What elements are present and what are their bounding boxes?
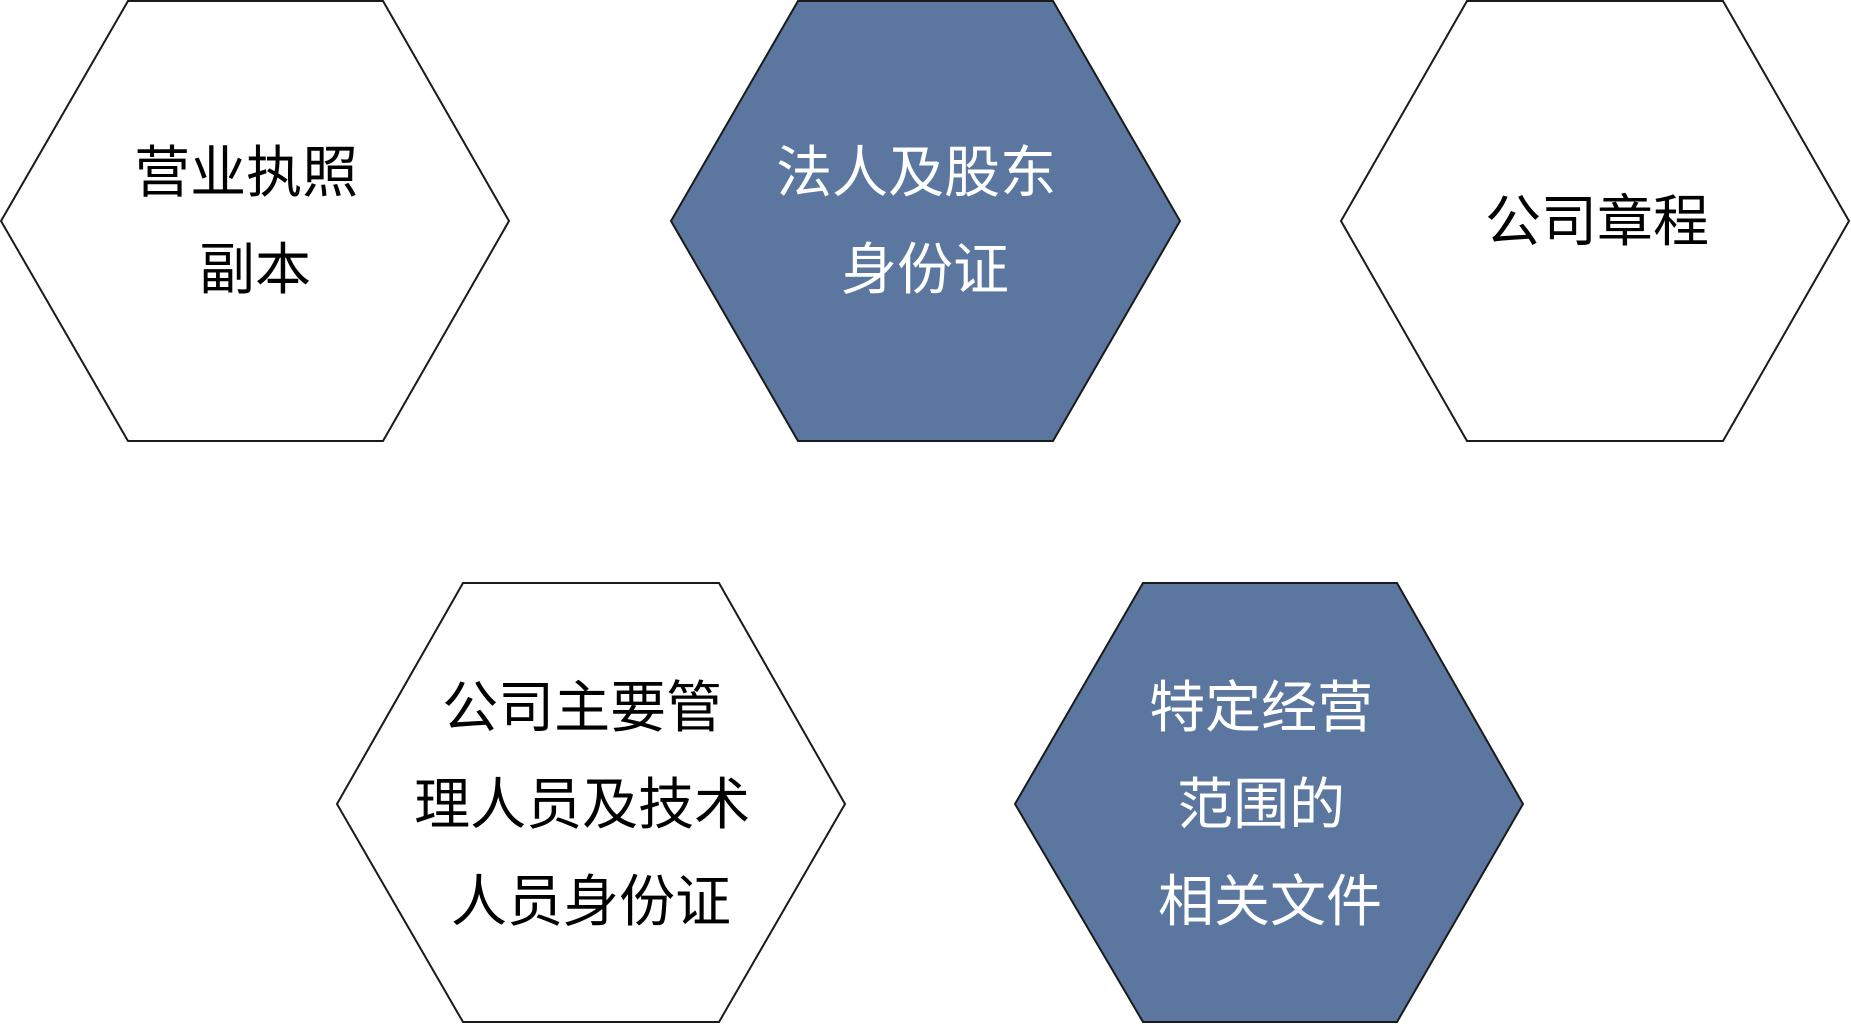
svg-text:公司主要管 理人员及技术 人员身份证: 公司主要管 理人员及技术 人员身份证: [414, 676, 768, 935]
svg-text:营业执照 副本: 营业执照 副本: [134, 141, 376, 303]
hexagon-shape: [1013, 582, 1525, 1023]
hexagon-label-line: 特定经营: [1149, 676, 1373, 741]
hexagon-label-line: 公司主要管: [442, 676, 722, 741]
hexagon-label-line: 人员身份证: [451, 870, 731, 935]
hexagon-shape: [0, 0, 511, 442]
svg-text:特定经营 范围的 相关文件: 特定经营 范围的 相关文件: [1149, 676, 1391, 935]
hexagon-label-line: 公司章程: [1485, 190, 1709, 255]
hexagon-business-scope-documents: 特定经营 范围的 相关文件: [1013, 582, 1525, 1023]
hexagon-shape: [669, 0, 1182, 442]
hexagon-label-line: 相关文件: [1158, 870, 1382, 935]
hexagon-label-line: 营业执照: [134, 141, 358, 206]
hexagon-label-line: 理人员及技术: [414, 773, 750, 838]
hexagon-shape: [335, 582, 847, 1023]
hexagon-management-tech-staff-id: 公司主要管 理人员及技术 人员身份证: [335, 582, 847, 1023]
hexagon-articles-of-association: 公司章程: [1339, 0, 1851, 442]
hexagon-legal-person-shareholder-id: 法人及股东 身份证: [669, 0, 1182, 442]
svg-text:公司章程: 公司章程: [1485, 190, 1709, 255]
hexagon-label-line: 法人及股东: [776, 141, 1056, 206]
hexagon-label-line: 范围的: [1177, 773, 1345, 838]
hexagon-shape: [1339, 0, 1851, 442]
hexagon-label-line: 身份证: [841, 238, 1009, 303]
svg-text:法人及股东 身份证: 法人及股东 身份证: [776, 141, 1074, 303]
hexagon-label-line: 副本: [199, 238, 311, 303]
hexagon-business-license: 营业执照 副本: [0, 0, 511, 442]
